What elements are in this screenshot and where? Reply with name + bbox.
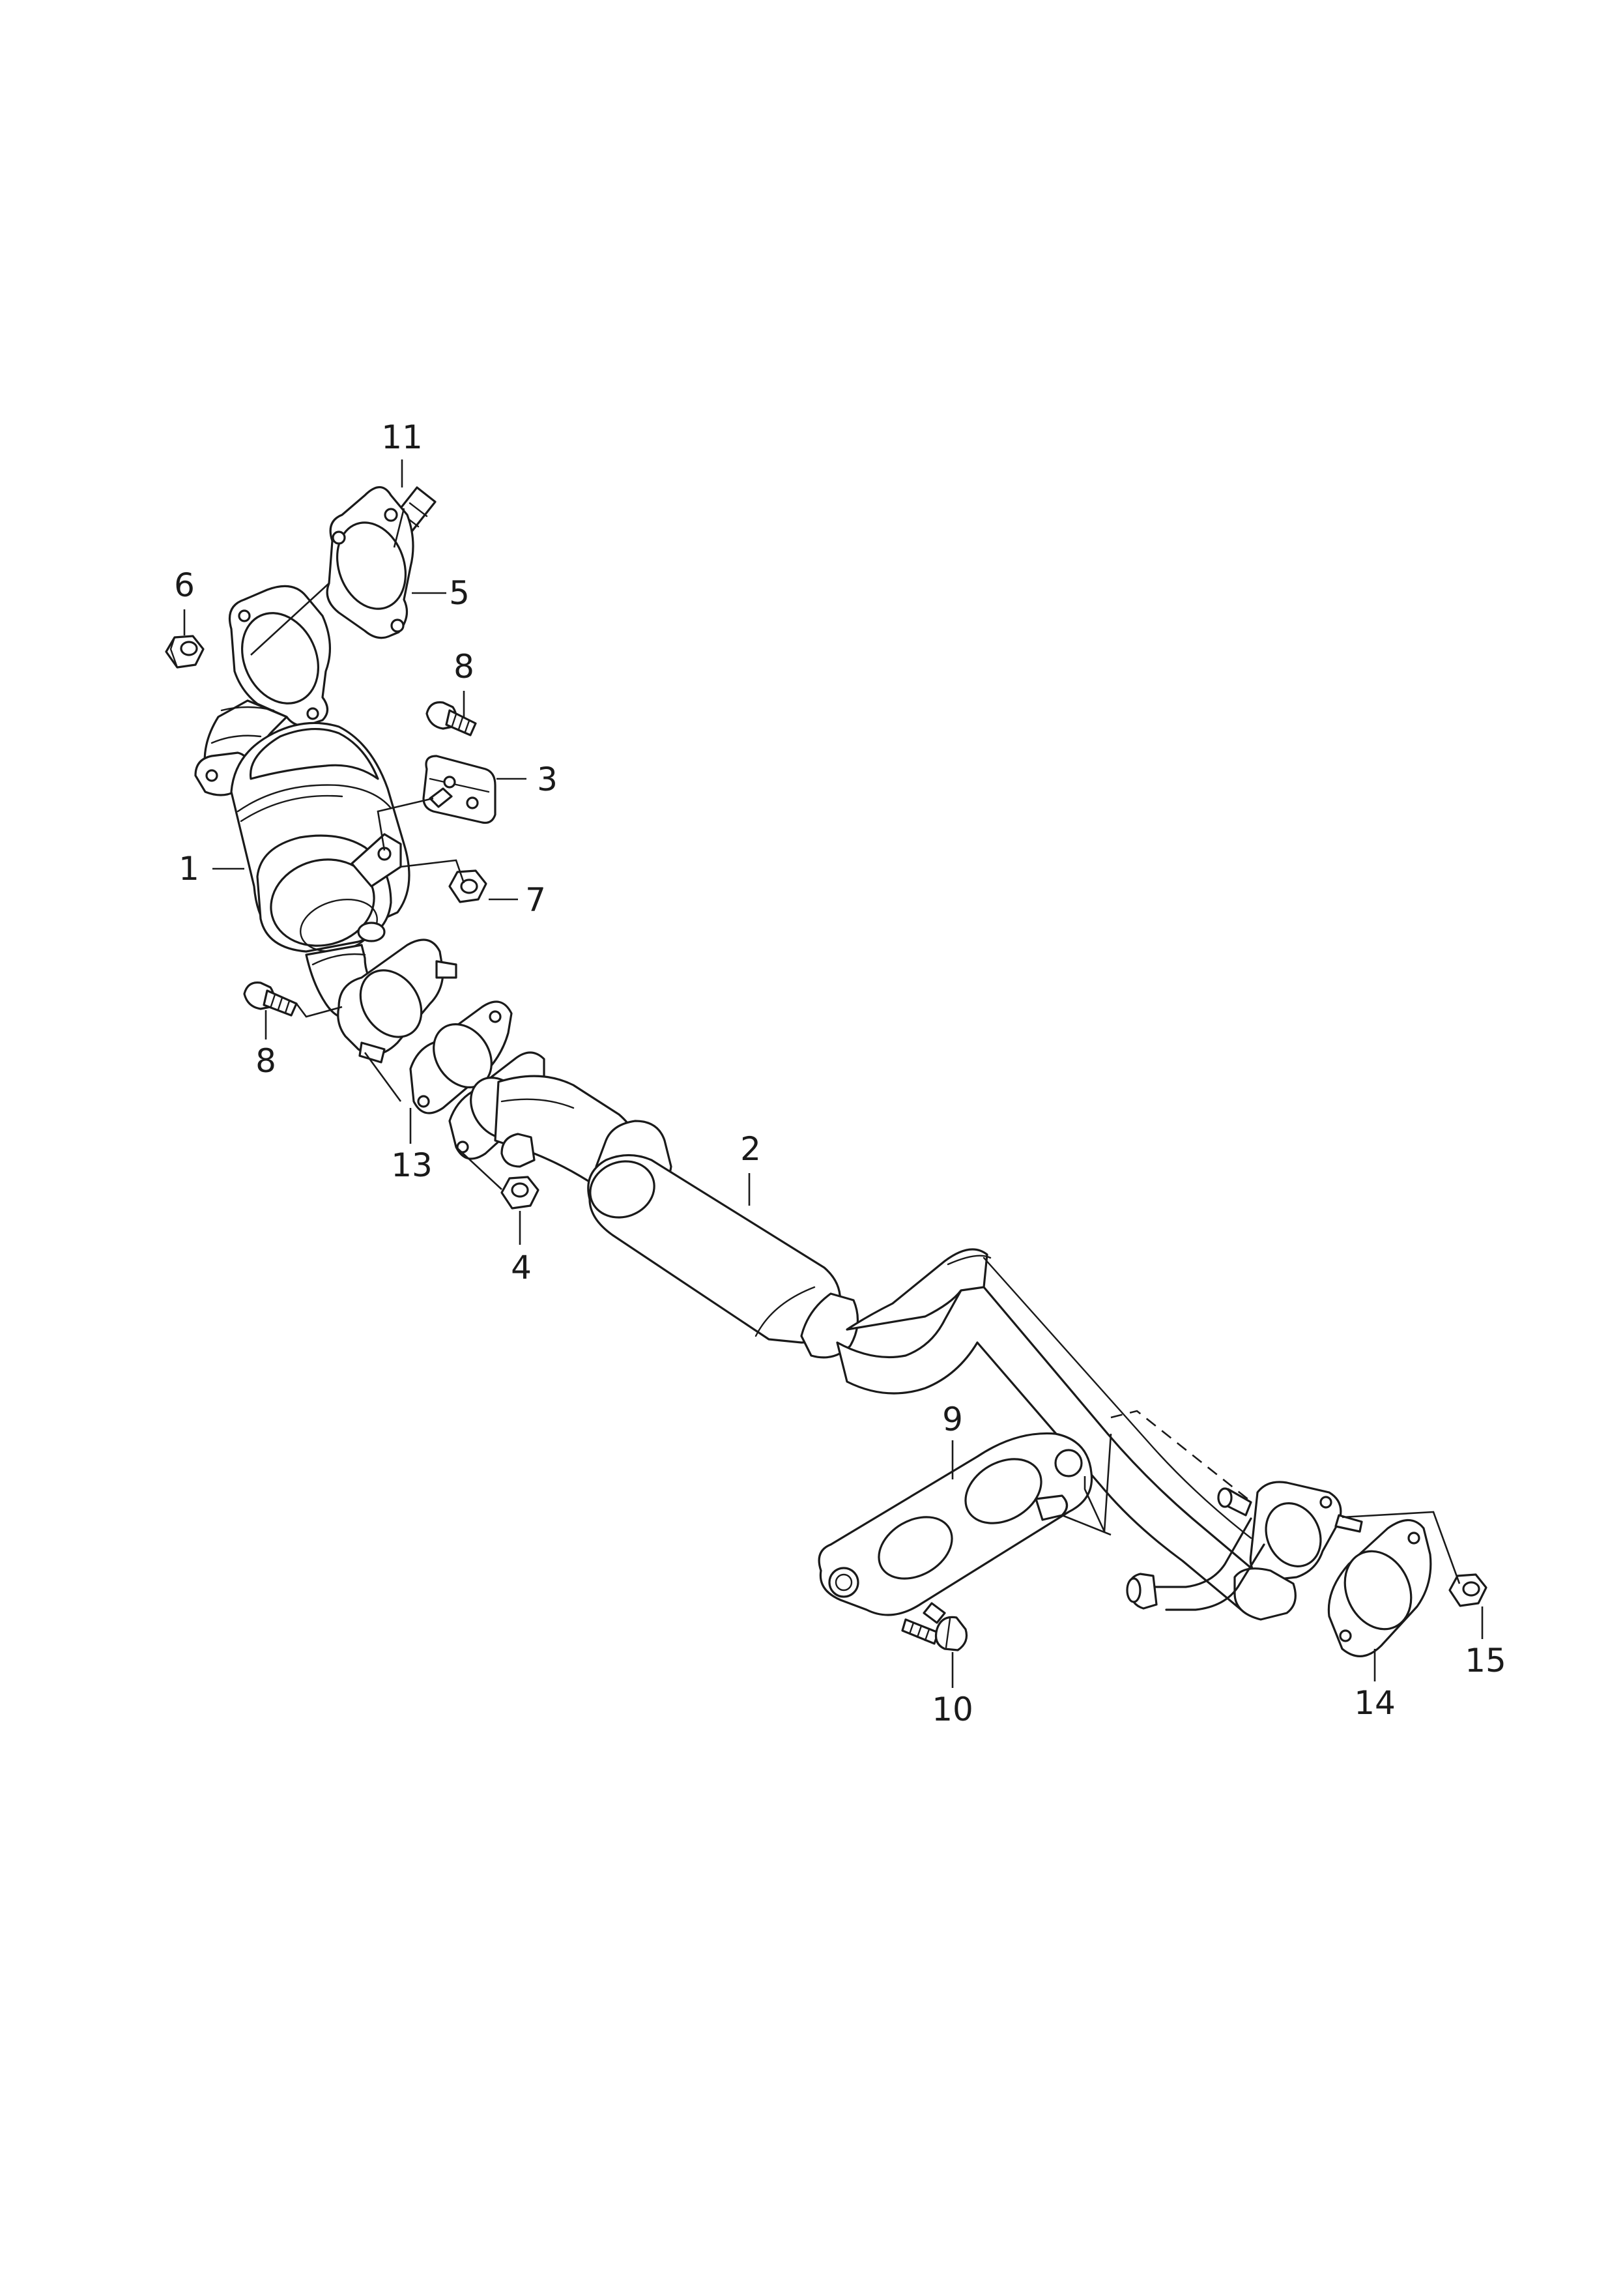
part-8-bolt-upper[interactable] — [425, 701, 477, 736]
callout-1[interactable]: 1 — [179, 850, 199, 888]
callout-10[interactable]: 10 — [932, 1691, 973, 1728]
callout-8-upper[interactable]: 8 — [453, 648, 474, 686]
part-3-bracket[interactable] — [422, 755, 496, 824]
converter-outlet-flange — [337, 938, 457, 1064]
part-2-front-pipe[interactable] — [448, 1051, 1363, 1621]
callout-8-lower[interactable]: 8 — [255, 1042, 276, 1080]
callout-14[interactable]: 14 — [1354, 1684, 1396, 1722]
callout-13[interactable]: 13 — [391, 1146, 433, 1184]
callout-labels: 1 2 3 4 5 6 7 8 8 9 10 11 13 14 15 — [174, 418, 1506, 1728]
assembly-lines — [250, 508, 1461, 1584]
part-10-bolt[interactable] — [901, 1616, 968, 1651]
callout-3[interactable]: 3 — [537, 761, 558, 798]
part-4-nut[interactable] — [500, 1133, 539, 1210]
callout-6[interactable]: 6 — [174, 566, 195, 604]
callout-leaders — [183, 459, 1484, 1688]
part-9-bracket-plate[interactable] — [818, 1432, 1093, 1624]
part-5-gasket[interactable] — [326, 486, 417, 639]
callout-2[interactable]: 2 — [740, 1130, 761, 1168]
part-1-catalytic-converter[interactable] — [194, 585, 410, 1020]
part-13-gasket[interactable] — [409, 1000, 513, 1114]
callout-7[interactable]: 7 — [525, 881, 546, 919]
part-8-bolt-lower[interactable] — [243, 981, 298, 1017]
callout-11[interactable]: 11 — [381, 418, 423, 456]
callout-15[interactable]: 15 — [1465, 1642, 1506, 1679]
callout-4[interactable]: 4 — [511, 1249, 532, 1286]
part-14-gasket[interactable] — [1327, 1519, 1432, 1657]
part-7-nut[interactable] — [448, 869, 487, 903]
callout-5[interactable]: 5 — [449, 574, 470, 612]
part-15-nut[interactable] — [1448, 1573, 1487, 1607]
bracket-stud — [429, 787, 453, 808]
callout-9[interactable]: 9 — [942, 1401, 963, 1438]
part-6-nut[interactable] — [165, 635, 205, 669]
